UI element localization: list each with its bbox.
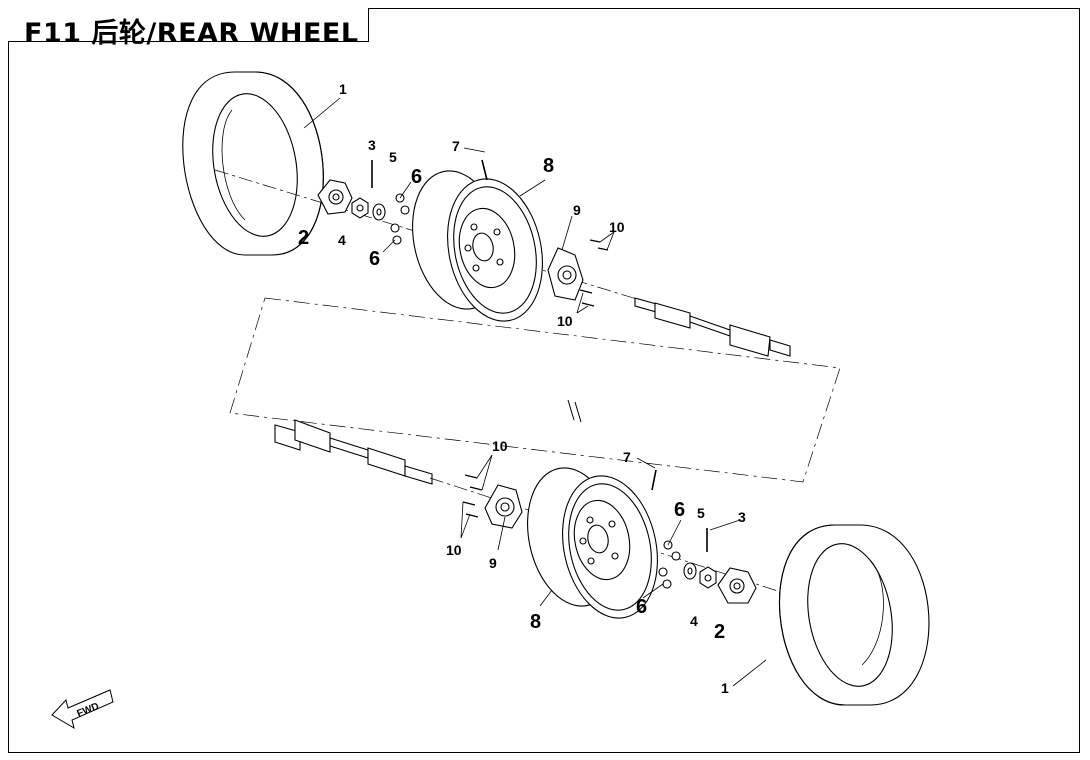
callout-valve-stem: 7 [452, 138, 460, 154]
upper-tire [182, 71, 324, 256]
upper-hub-flange [547, 247, 584, 301]
callout-rim: 8 [543, 155, 554, 177]
callout-valve-stem: 7 [623, 449, 631, 465]
forward-direction-icon [51, 689, 114, 730]
callout-tire: 1 [721, 680, 729, 696]
callout-lug-nut: 6 [369, 248, 380, 270]
callout-tire: 1 [339, 81, 347, 97]
upper-castle-nut [351, 197, 369, 219]
lower-callouts: 10 7 6 5 3 10 9 4 2 6 8 1 [446, 438, 746, 696]
title-box: F11 后轮/REAR WHEEL [8, 8, 369, 49]
lower-castle-nut [699, 566, 717, 589]
lower-hub-cap [717, 567, 757, 604]
lower-hub-flange [484, 484, 523, 529]
lower-tire [779, 524, 930, 706]
callout-lug-nut: 6 [674, 499, 685, 521]
callout-hub-cap: 2 [714, 621, 725, 643]
lower-wheel-studs [462, 474, 483, 518]
page-title: F11 后轮/REAR WHEEL [24, 18, 359, 49]
lower-lug-nuts-a [663, 540, 681, 561]
callout-lug-nut: 6 [636, 596, 647, 618]
lower-valve-stem [651, 469, 657, 491]
upper-hub-cap [317, 179, 353, 215]
lower-washer [683, 562, 697, 580]
callout-cotter-pin: 3 [738, 509, 746, 525]
callout-hub-flange: 9 [573, 202, 581, 218]
callout-wheel-stud: 10 [609, 219, 625, 235]
callout-wheel-stud: 10 [446, 542, 462, 558]
upper-callouts: 1 3 5 6 7 8 9 10 2 4 6 10 [298, 81, 625, 329]
leader-lines [303, 97, 767, 687]
callout-rim: 8 [530, 611, 541, 633]
upper-rim [412, 170, 543, 322]
callout-wheel-stud: 10 [557, 313, 573, 329]
callout-castle-nut: 4 [690, 613, 698, 629]
callout-cotter-pin: 3 [368, 137, 376, 153]
upper-drive-shaft [634, 297, 791, 357]
upper-valve-stem [481, 159, 488, 181]
callout-hub-cap: 2 [298, 227, 309, 249]
callout-washer: 5 [697, 505, 705, 521]
lower-lug-nuts-b [658, 567, 672, 589]
upper-lug-nuts-a [395, 193, 410, 215]
lower-rim [527, 467, 658, 619]
callout-washer: 5 [389, 149, 397, 165]
upper-wheel-studs [579, 239, 609, 307]
callout-hub-flange: 9 [489, 555, 497, 571]
callout-wheel-stud: 10 [492, 438, 508, 454]
drawing-frame [8, 8, 1080, 753]
callout-lug-nut: 6 [411, 166, 422, 188]
upper-lug-nuts-b [390, 223, 402, 245]
callout-castle-nut: 4 [338, 232, 346, 248]
upper-washer [372, 203, 386, 221]
lower-drive-shaft [274, 419, 433, 485]
